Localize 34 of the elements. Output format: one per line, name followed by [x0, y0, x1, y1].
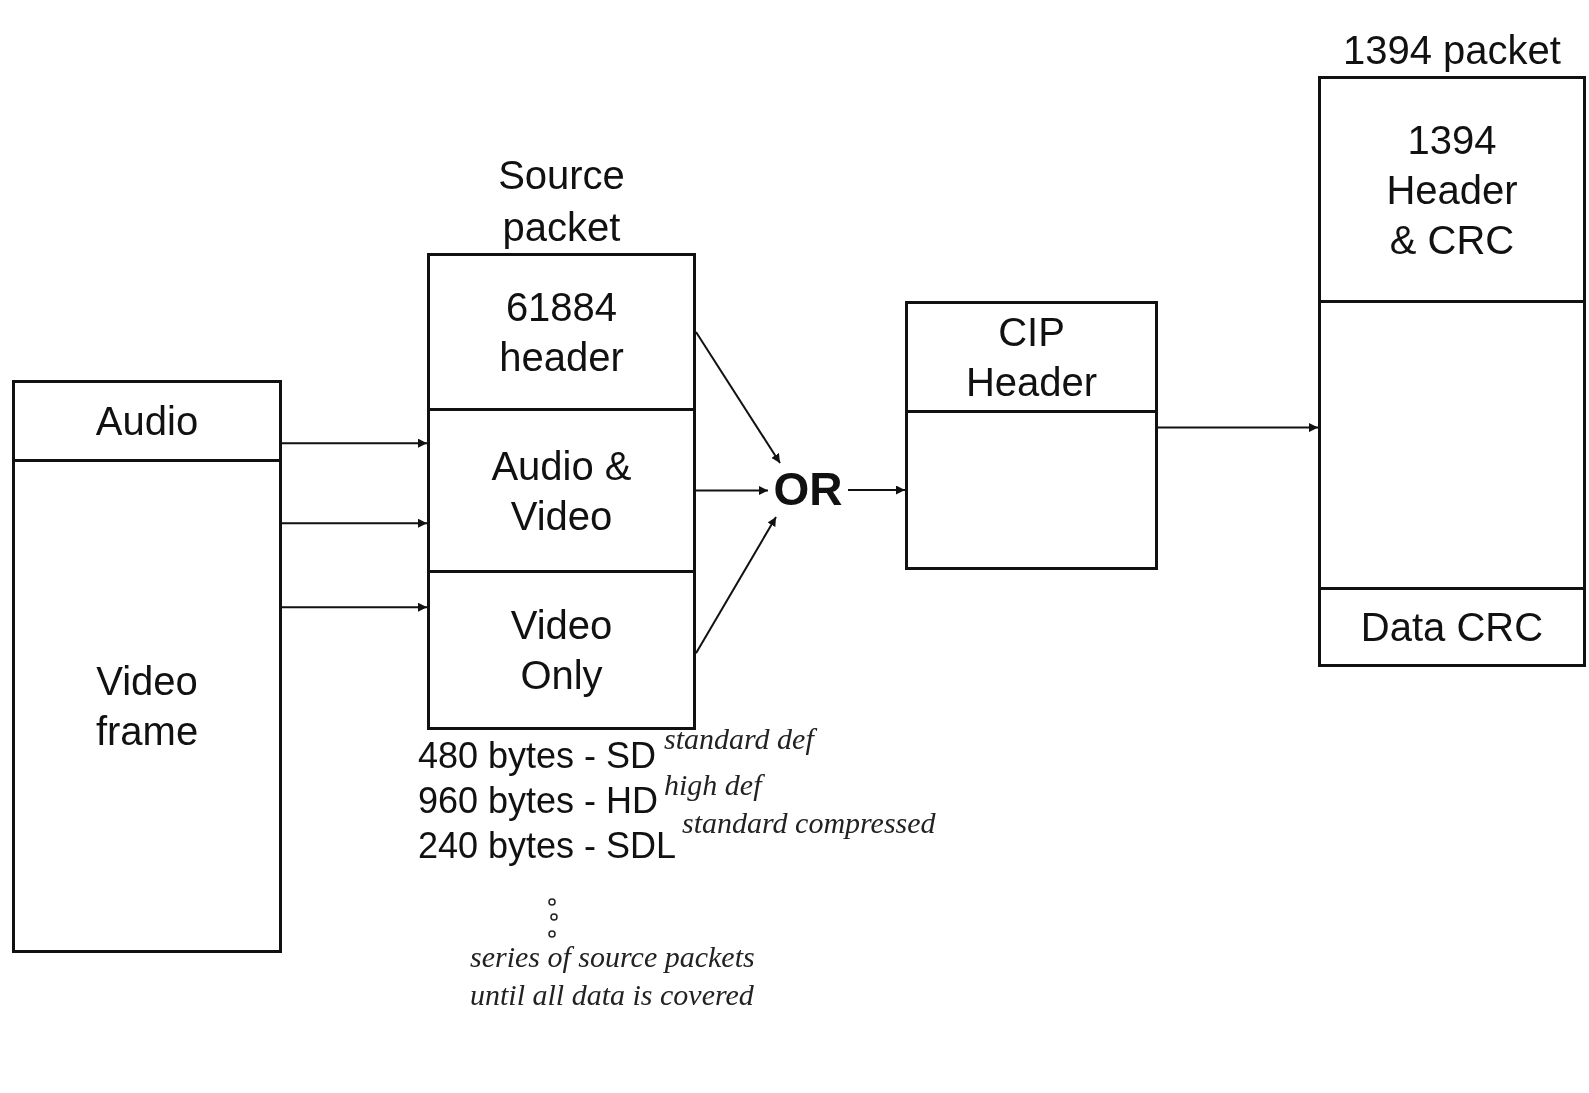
or-label: OR: [768, 463, 848, 517]
audio-section: [12, 380, 282, 462]
packet-title: 1394 packet: [1342, 27, 1562, 74]
arrow: [1157, 423, 1319, 433]
cip-payload-section: [905, 410, 1158, 570]
crc-section: [1318, 587, 1586, 667]
arrow: [847, 485, 906, 495]
section-label: Video frame: [94, 658, 200, 755]
video-frame-section: [12, 459, 282, 953]
arrow: [281, 518, 428, 528]
section-label: Data CRC: [1359, 604, 1545, 651]
payload-section: [427, 570, 696, 730]
arrow: [695, 331, 781, 464]
packet-title: Source packet: [497, 152, 626, 251]
size-note: 960 bytes - HD: [418, 780, 659, 822]
section-label: 1394 Header & CRC: [1385, 116, 1519, 264]
section-label: Audio: [94, 398, 200, 445]
header-section: [427, 253, 696, 411]
arrow: [695, 516, 777, 655]
header-section: [1318, 76, 1586, 303]
size-note: 480 bytes - SD: [418, 735, 657, 777]
cip-header-section: [905, 301, 1158, 413]
handwritten-note: series of source packets until all data is covered: [470, 939, 756, 1013]
section-label: Video Only: [509, 602, 614, 699]
payload-section: [427, 408, 696, 573]
size-note: 240 bytes - SDL: [418, 825, 677, 867]
handwritten-note: standard compressed: [682, 806, 936, 840]
arrow: [281, 438, 428, 448]
section-label: CIP Header: [964, 309, 1099, 406]
section-label: Audio & Video: [490, 442, 633, 540]
arrow: [695, 486, 769, 495]
arrow: [281, 602, 428, 612]
payload-section: [1318, 300, 1586, 590]
section-label: 61884 header: [498, 284, 625, 381]
